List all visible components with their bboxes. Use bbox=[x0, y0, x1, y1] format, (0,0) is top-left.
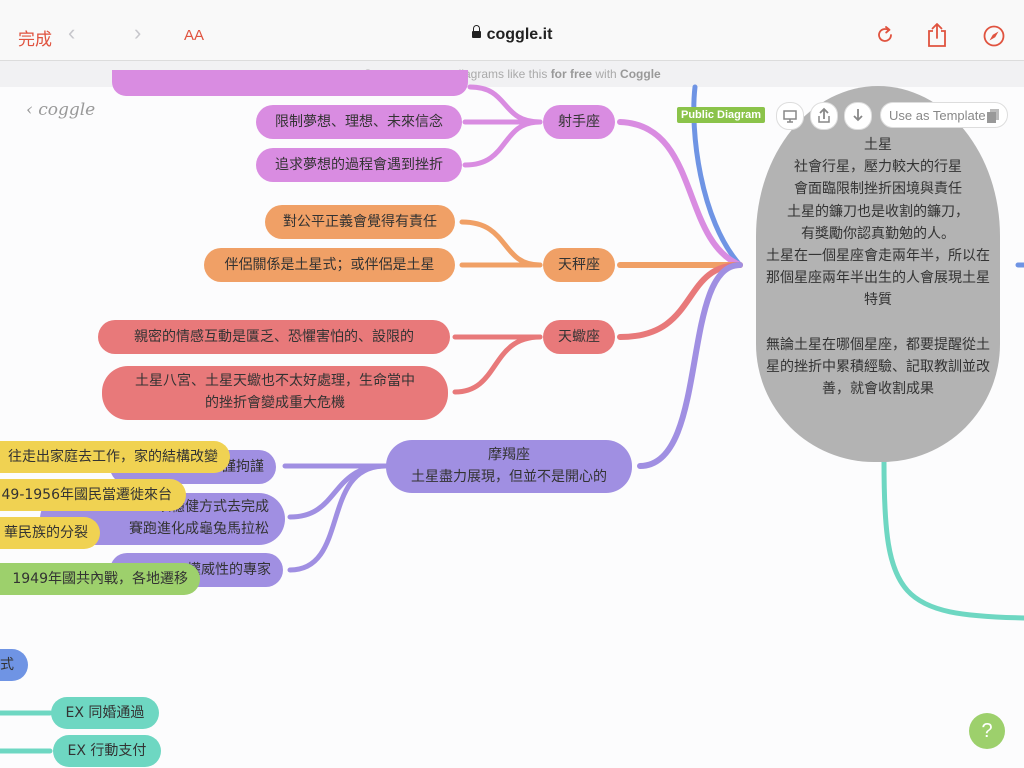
link-teal bbox=[881, 459, 1024, 621]
share-diagram-button[interactable] bbox=[810, 102, 838, 130]
central-line: 土星在一個星座會走兩年半，所以在 bbox=[766, 248, 990, 265]
help-button[interactable]: ? bbox=[969, 713, 1005, 749]
download-button[interactable] bbox=[844, 102, 872, 130]
node-cap-child2-line2: 賽跑進化成龜兔馬拉松 bbox=[129, 521, 269, 537]
link-scorpio bbox=[617, 262, 743, 340]
node-scorpio-child1[interactable]: 親密的情感互動是匱乏、恐懼害怕的、設限的 bbox=[98, 320, 450, 354]
copy-icon bbox=[987, 109, 999, 123]
node-libra-child2[interactable]: 伴侶關係是土星式；或伴侶是土星 bbox=[204, 248, 455, 282]
link-cap-child3 bbox=[287, 463, 388, 573]
central-line bbox=[762, 312, 994, 334]
central-line: 社會行星，壓力較大的行星 bbox=[794, 159, 962, 176]
node-yellow1[interactable]: 往走出家庭去工作，家的結構改變 bbox=[0, 441, 230, 473]
banner-brand: Coggle bbox=[620, 67, 661, 81]
central-line: 會面臨限制挫折困境與責任 bbox=[794, 181, 962, 198]
download-icon bbox=[853, 109, 863, 122]
node-yellow2[interactable]: 49-1956年國民當遷徙來台 bbox=[0, 479, 186, 511]
link-blue bbox=[691, 84, 743, 268]
link-sag-child2 bbox=[462, 119, 543, 168]
compass-icon[interactable] bbox=[982, 24, 1006, 48]
share-icon[interactable] bbox=[926, 22, 948, 48]
node-scorpio-child2-line1: 土星八宮、土星天蠍也不太好處理，生命當中 bbox=[135, 373, 415, 389]
central-line: 善，就會收割成果 bbox=[822, 381, 934, 398]
coggle-logo-text: coggle bbox=[38, 100, 96, 120]
back-button[interactable]: ‹ bbox=[68, 20, 76, 45]
node-blue1[interactable]: 式 bbox=[0, 649, 28, 681]
central-line: 土星 bbox=[864, 137, 892, 153]
central-line: 有獎勵你認真勤勉的人。 bbox=[801, 225, 955, 242]
node-capricorn[interactable]: 摩羯座 土星盡力展現，但並不是開心的 bbox=[386, 440, 632, 493]
node-teal2[interactable]: EX 行動支付 bbox=[53, 735, 161, 767]
node-libra-child1[interactable]: 對公平正義會覺得有責任 bbox=[265, 205, 455, 239]
link-sagittarius bbox=[617, 119, 743, 268]
reload-icon[interactable] bbox=[874, 24, 896, 46]
banner-with: with bbox=[592, 67, 621, 81]
node-scorpio[interactable]: 天蠍座 bbox=[543, 320, 615, 354]
node-sagittarius[interactable]: 射手座 bbox=[543, 105, 615, 139]
monitor-icon bbox=[783, 110, 797, 123]
node-teal1[interactable]: EX 同婚通過 bbox=[51, 697, 159, 729]
link-sag-top bbox=[467, 84, 543, 125]
link-scorpio-child2 bbox=[452, 334, 543, 395]
node-sag-child2[interactable]: 追求夢想的過程會遇到挫折 bbox=[256, 148, 462, 182]
node-capricorn-line2: 土星盡力展現，但並不是開心的 bbox=[411, 469, 607, 485]
public-diagram-badge: Public Diagram bbox=[677, 107, 766, 123]
central-line: 那個星座兩年半出生的人會展現土星 bbox=[766, 270, 990, 287]
node-libra[interactable]: 天秤座 bbox=[543, 248, 615, 282]
node-yellow3[interactable]: 華民族的分裂 bbox=[0, 517, 100, 549]
lock-icon bbox=[471, 25, 481, 38]
node-capricorn-line1: 摩羯座 bbox=[488, 447, 530, 463]
node-scorpio-child2-line2: 的挫折會變成重大危機 bbox=[205, 395, 345, 411]
node-green1[interactable]: 1949年國共內戰，各地遷移 bbox=[0, 563, 200, 595]
central-line: 無論土星在哪個星座，都要提醒從土 bbox=[766, 336, 990, 353]
central-line: 特質 bbox=[864, 292, 892, 309]
central-line: 星的挫折中累積經驗、記取教訓並改 bbox=[766, 358, 990, 375]
forward-button[interactable]: › bbox=[134, 20, 142, 45]
central-node-saturn[interactable]: 土星社會行星，壓力較大的行星會面臨限制挫折困境與責任土星的鐮刀也是收割的鐮刀， 有… bbox=[756, 86, 1000, 462]
present-button[interactable] bbox=[776, 102, 804, 130]
banner-free: for free bbox=[550, 67, 593, 81]
node-sag-child1[interactable]: 限制夢想、理想、未來信念 bbox=[256, 105, 462, 139]
text-size-button[interactable]: AA bbox=[184, 27, 205, 44]
use-as-template-button[interactable]: Use as Template bbox=[880, 102, 1008, 128]
link-capricorn bbox=[637, 262, 743, 469]
use-as-template-label: Use as Template bbox=[889, 108, 986, 123]
central-line: 土星的鐮刀也是收割的鐮刀， bbox=[787, 203, 969, 220]
url-text: coggle.it bbox=[486, 26, 553, 43]
node-sagittarius-top-partial[interactable] bbox=[112, 70, 468, 96]
address-bar[interactable]: coggle.it bbox=[0, 25, 1024, 44]
node-cap-child2-line1: 以穩健方式去完成 bbox=[157, 499, 269, 515]
browser-toolbar: 完成 ‹ › AA coggle.it bbox=[0, 0, 1024, 61]
upload-icon bbox=[818, 107, 830, 123]
done-button[interactable]: 完成 bbox=[18, 30, 52, 49]
coggle-logo[interactable]: ‹ coggle bbox=[26, 100, 96, 120]
node-scorpio-child2[interactable]: 土星八宮、土星天蠍也不太好處理，生命當中 的挫折會變成重大危機 bbox=[102, 366, 448, 420]
link-libra-child1 bbox=[459, 219, 543, 268]
